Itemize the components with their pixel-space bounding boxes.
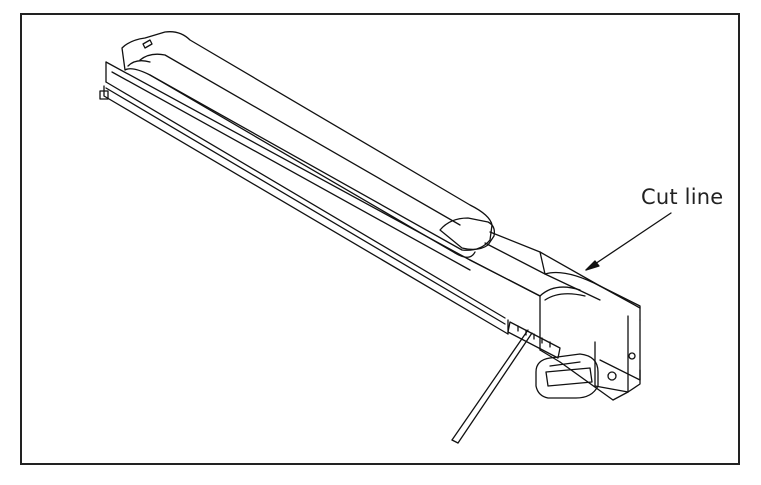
push-bar [121,31,496,258]
tape-measure [507,321,599,399]
push-bar-end-cap [439,217,496,251]
mounting-hole [607,371,617,381]
cut-line-callout: Cut line [641,185,724,209]
callout-arrow [585,212,672,271]
rail-channel [99,61,541,335]
header-box [539,271,641,401]
hex-wrench [451,329,533,444]
figure-frame [20,13,740,465]
mounting-hole [628,352,636,360]
end-cap-tab [99,90,109,100]
mounting-pin [142,39,153,49]
